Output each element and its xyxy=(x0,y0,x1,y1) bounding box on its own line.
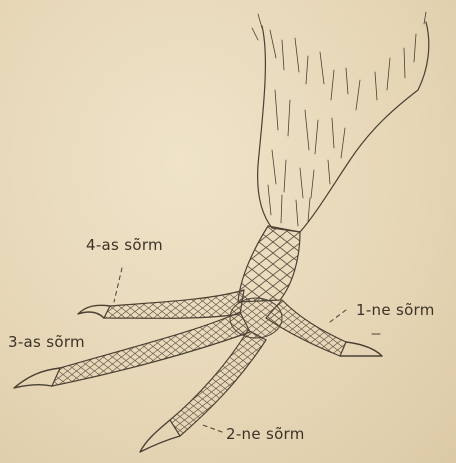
label-toe-4: 4-as sõrm xyxy=(86,236,163,254)
label-toe-2: 2-ne sõrm xyxy=(226,425,305,443)
label-toe-3: 3-as sõrm xyxy=(8,333,85,351)
leader-toe-2 xyxy=(200,424,222,432)
label-toe-1: 1-ne sõrm xyxy=(356,301,435,319)
foot-pad xyxy=(230,298,282,338)
leader-toe-1 xyxy=(330,310,346,322)
tarsus xyxy=(238,226,300,302)
feathered-thigh xyxy=(252,12,429,232)
leader-toe-4 xyxy=(114,268,122,302)
toe-4 xyxy=(78,290,244,318)
